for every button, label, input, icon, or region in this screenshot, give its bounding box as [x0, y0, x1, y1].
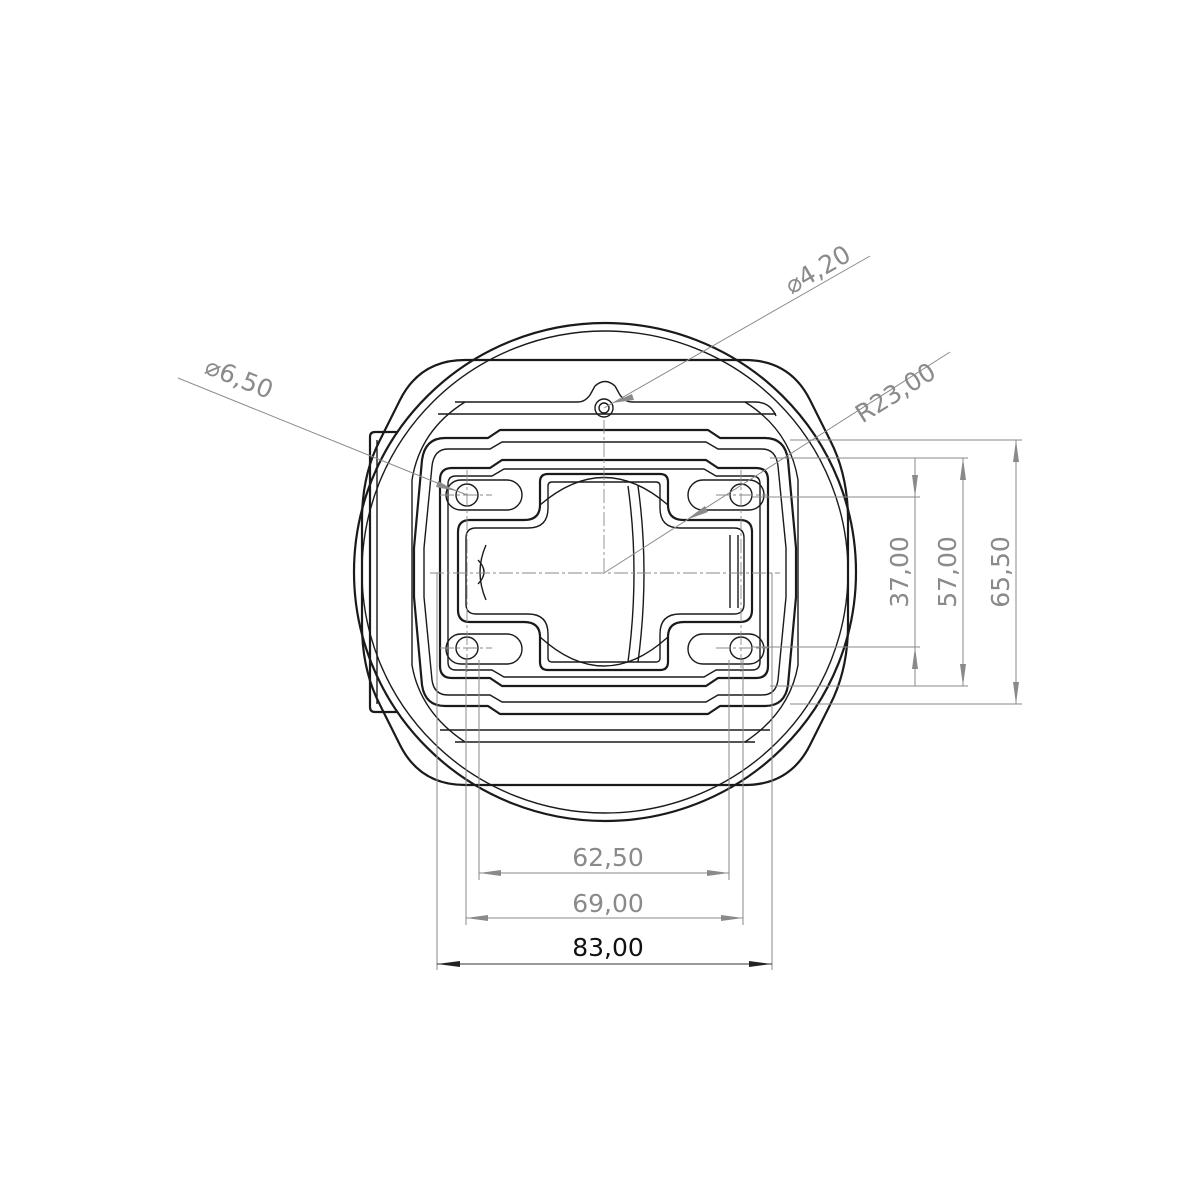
housing-left-curve [411, 401, 466, 743]
dim-flange-width-label: 69,00 [572, 889, 644, 918]
flange-inner [423, 441, 787, 703]
flange-outer [412, 428, 798, 716]
dim-hole-spacing-x-label: 62,50 [572, 843, 644, 872]
dim-small-hole: ⌀4,20 [603, 239, 871, 409]
bore-arc-left [479, 544, 487, 601]
dim-radius-label: R23,00 [850, 357, 941, 429]
side-tab [368, 430, 398, 714]
dim-mount-hole-value: 6,50 [215, 357, 277, 405]
outer-body-circle [352, 321, 858, 823]
small-top-hole-outer [594, 398, 614, 418]
dim-hole-spacing-x: 62,50 [479, 843, 729, 876]
inner-plate [438, 458, 770, 688]
dim-hole-spacing-y: 37,00 [885, 458, 918, 686]
dim-hole-spacing-y-label: 37,00 [885, 536, 914, 608]
slot-bottom-right [687, 633, 765, 665]
dim-overall-width: 83,00 [437, 933, 772, 967]
small-top-hole-inner [598, 402, 610, 414]
housing-outer-edge [360, 358, 850, 787]
pocket-inner-outline [465, 481, 745, 663]
dim-overall-height-label: 65,50 [986, 536, 1015, 608]
bore-arc-left-bump [477, 559, 485, 585]
inner-plate-outer [438, 458, 770, 688]
dim-small-hole-label: ⌀4,20 [780, 239, 856, 299]
dim-small-hole-value: 4,20 [793, 239, 856, 292]
center-lines [430, 420, 780, 672]
dimension-extension-lines [436, 439, 1022, 970]
right-slot-detail [729, 535, 739, 608]
housing-outline [360, 358, 850, 787]
dim-flange-height: 57,00 [933, 458, 966, 686]
housing-right-curve [744, 401, 799, 743]
slot-bottom-left [445, 633, 523, 665]
inner-plate-inner [447, 468, 761, 678]
shaft-detail [627, 485, 645, 663]
mounting-flange [412, 428, 798, 716]
pocket-outline [456, 472, 754, 672]
dim-flange-width: 69,00 [466, 889, 743, 921]
dim-flange-height-label: 57,00 [933, 536, 962, 608]
housing-bottom-lip [440, 729, 770, 743]
mounting-holes [445, 398, 765, 665]
housing-top-lip [455, 380, 777, 417]
dim-mount-hole-label: ⌀6,50 [201, 351, 277, 404]
dim-overall-height: 65,50 [986, 440, 1019, 704]
dim-overall-width-label: 83,00 [572, 933, 644, 962]
